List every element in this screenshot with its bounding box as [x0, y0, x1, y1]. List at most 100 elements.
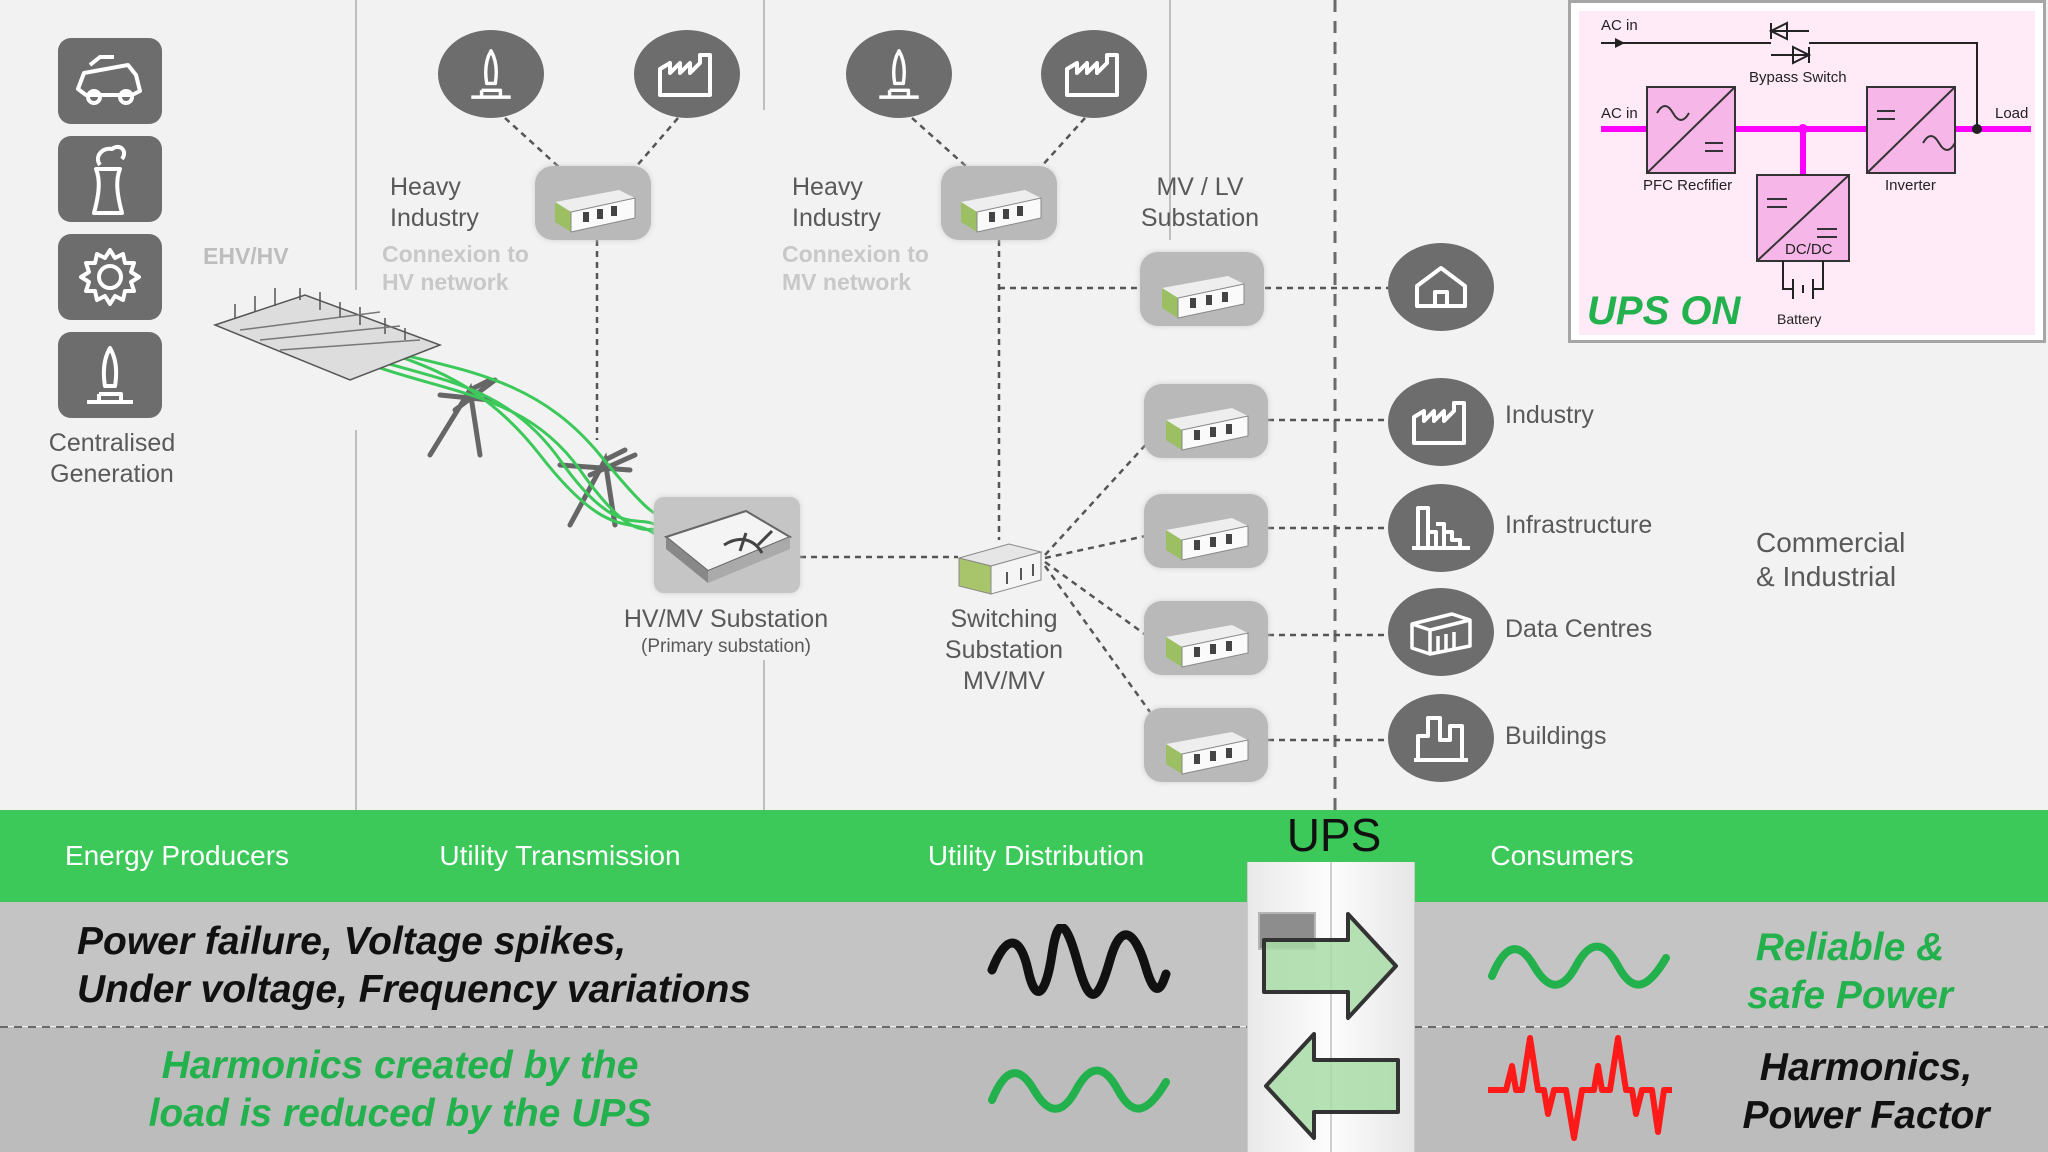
gas-plant-tile — [58, 332, 162, 418]
band-energy-producers: Energy Producers — [64, 840, 290, 871]
mv-lv-line1: MV / LV — [1156, 173, 1244, 201]
hv-heavy-industry-substation — [535, 166, 651, 240]
mv-heavy-industry-substation — [941, 166, 1057, 240]
problems-line1: Power failure, Voltage spikes, — [77, 920, 627, 963]
mv-lv-substation-residential — [1140, 252, 1264, 326]
consumer-label-data-centres: Data Centres — [1505, 615, 1653, 643]
transmission-heavy-line1: Heavy — [390, 173, 461, 201]
industry-circle — [1388, 378, 1494, 466]
data-centre-circle — [1388, 588, 1494, 676]
flame-icon — [879, 49, 919, 99]
switching-line2: Substation — [944, 636, 1064, 664]
buildings-circle — [1388, 694, 1494, 782]
ups-inset-diagram: AC in Bypass Switch AC in Load PFC Recfi… — [1568, 0, 2046, 343]
inset-dcdc: DC/DC — [1785, 241, 1833, 258]
problems-line2: Under voltage, Frequency variations — [77, 968, 752, 1011]
value-chain-band: Energy Producers Utility Transmission Ut… — [0, 810, 2048, 902]
harmonics-ups-line2: load is reduced by the UPS — [148, 1092, 652, 1135]
harmonics-ups-line1: Harmonics created by the — [161, 1044, 639, 1087]
inset-bypass-switch: Bypass Switch — [1749, 69, 1847, 86]
reliable-line2: safe Power — [1747, 974, 1953, 1017]
transmission-gas-circle — [438, 30, 544, 118]
segment-line1: Commercial — [1756, 527, 1906, 558]
substation-building-icon — [1166, 732, 1249, 775]
switching-line3: MV/MV — [963, 667, 1045, 695]
downstream-row — [0, 1027, 2048, 1152]
reliable-line1: Reliable & — [1755, 926, 1945, 969]
substation-building-icon — [961, 190, 1042, 233]
band-utility-distribution: Utility Distribution — [927, 840, 1145, 871]
gear-icon — [79, 248, 141, 306]
flame-icon — [87, 346, 133, 404]
harmonic-distortion-wave-icon — [1488, 1035, 1672, 1141]
house-icon — [1415, 266, 1467, 308]
distribution-heavy-line1: Heavy — [792, 173, 863, 201]
hv-mv-substation-sublabel: (Primary substation) — [641, 636, 811, 657]
residential-circle — [1388, 243, 1494, 331]
switching-substation-icon — [957, 543, 1043, 595]
consumer-label-infrastructure: Infrastructure — [1505, 511, 1653, 539]
flame-icon — [471, 49, 511, 99]
inset-ac-in-top: AC in — [1601, 17, 1638, 34]
infrastructure-circle — [1388, 484, 1494, 572]
consumer-label-buildings: Buildings — [1505, 722, 1607, 750]
generation-label-line2: Generation — [50, 460, 174, 488]
harmonics-pf-line1: Harmonics, — [1759, 1046, 1973, 1089]
data-centre-icon — [1410, 612, 1472, 656]
distribution-connexion-line2: MV network — [782, 269, 912, 295]
distribution-gas-circle — [846, 30, 952, 118]
distribution-factory-circle — [1041, 30, 1147, 118]
ups-cabinet — [1247, 862, 1415, 1152]
switching-line1: Switching — [950, 605, 1058, 633]
transmission-connexion-line1: Connexion to — [382, 241, 529, 267]
hv-mv-substation-label: HV/MV Substation — [623, 605, 829, 633]
mv-lv-substation-datacentre — [1144, 601, 1268, 675]
ups-on-label: UPS ON — [1587, 289, 1741, 333]
reduced-harmonics-wave-icon — [988, 1066, 1170, 1113]
distribution-connexion-line1: Connexion to — [782, 241, 929, 267]
nuclear-plant-tile — [58, 136, 162, 222]
infrastructure-icon — [1412, 506, 1470, 550]
inset-pfc-rectifier: PFC Recfifier — [1643, 177, 1733, 194]
row-divider — [0, 1026, 2048, 1028]
transmission-connexion-line2: HV network — [382, 269, 509, 295]
ups-title: UPS — [1286, 809, 1382, 861]
generation-label-line1: Centralised — [48, 429, 176, 457]
band-consumers: Consumers — [1490, 840, 1634, 871]
distribution-heavy-line2: Industry — [792, 204, 881, 232]
mv-lv-line2: Substation — [1140, 204, 1260, 232]
transmission-factory-circle — [634, 30, 740, 118]
substation-building-icon — [1162, 276, 1245, 319]
consumer-label-industry: Industry — [1505, 401, 1594, 429]
harmonics-pf-line2: Power Factor — [1742, 1094, 1990, 1137]
substation-building-icon — [1166, 625, 1249, 668]
factory-icon — [658, 53, 712, 97]
ehv-hv-label: EHV/HV — [203, 243, 289, 269]
hydro-plant-tile — [58, 234, 162, 320]
buildings-icon — [1414, 716, 1468, 762]
coal-truck-icon — [76, 55, 142, 105]
inset-battery: Battery — [1777, 311, 1822, 327]
inset-load: Load — [1995, 105, 2029, 122]
distorted-wave-icon — [987, 924, 1171, 999]
mv-lv-substation-infrastructure — [1144, 494, 1268, 568]
transmission-heavy-line2: Industry — [390, 204, 479, 232]
mv-lv-substation-industry — [1144, 384, 1268, 458]
coal-plant-tile — [58, 38, 162, 124]
ups-door-split — [1330, 862, 1332, 1152]
ups-topology-schematic — [1579, 11, 2035, 335]
hv-mv-substation — [654, 497, 800, 593]
band-utility-transmission: Utility Transmission — [439, 840, 681, 871]
ups-arrows — [1262, 912, 1400, 1140]
inset-inverter: Inverter — [1885, 177, 1936, 194]
inset-ac-in: AC in — [1601, 105, 1638, 122]
segment-line2: & Industrial — [1756, 561, 1897, 592]
mv-lv-substation-buildings — [1144, 708, 1268, 782]
primary-substation-icon — [663, 509, 793, 583]
factory-icon — [1065, 53, 1119, 97]
factory-icon — [1412, 401, 1466, 445]
substation-building-icon — [1166, 518, 1249, 561]
clean-sine-wave-icon — [1488, 942, 1670, 989]
substation-building-icon — [1166, 408, 1249, 451]
